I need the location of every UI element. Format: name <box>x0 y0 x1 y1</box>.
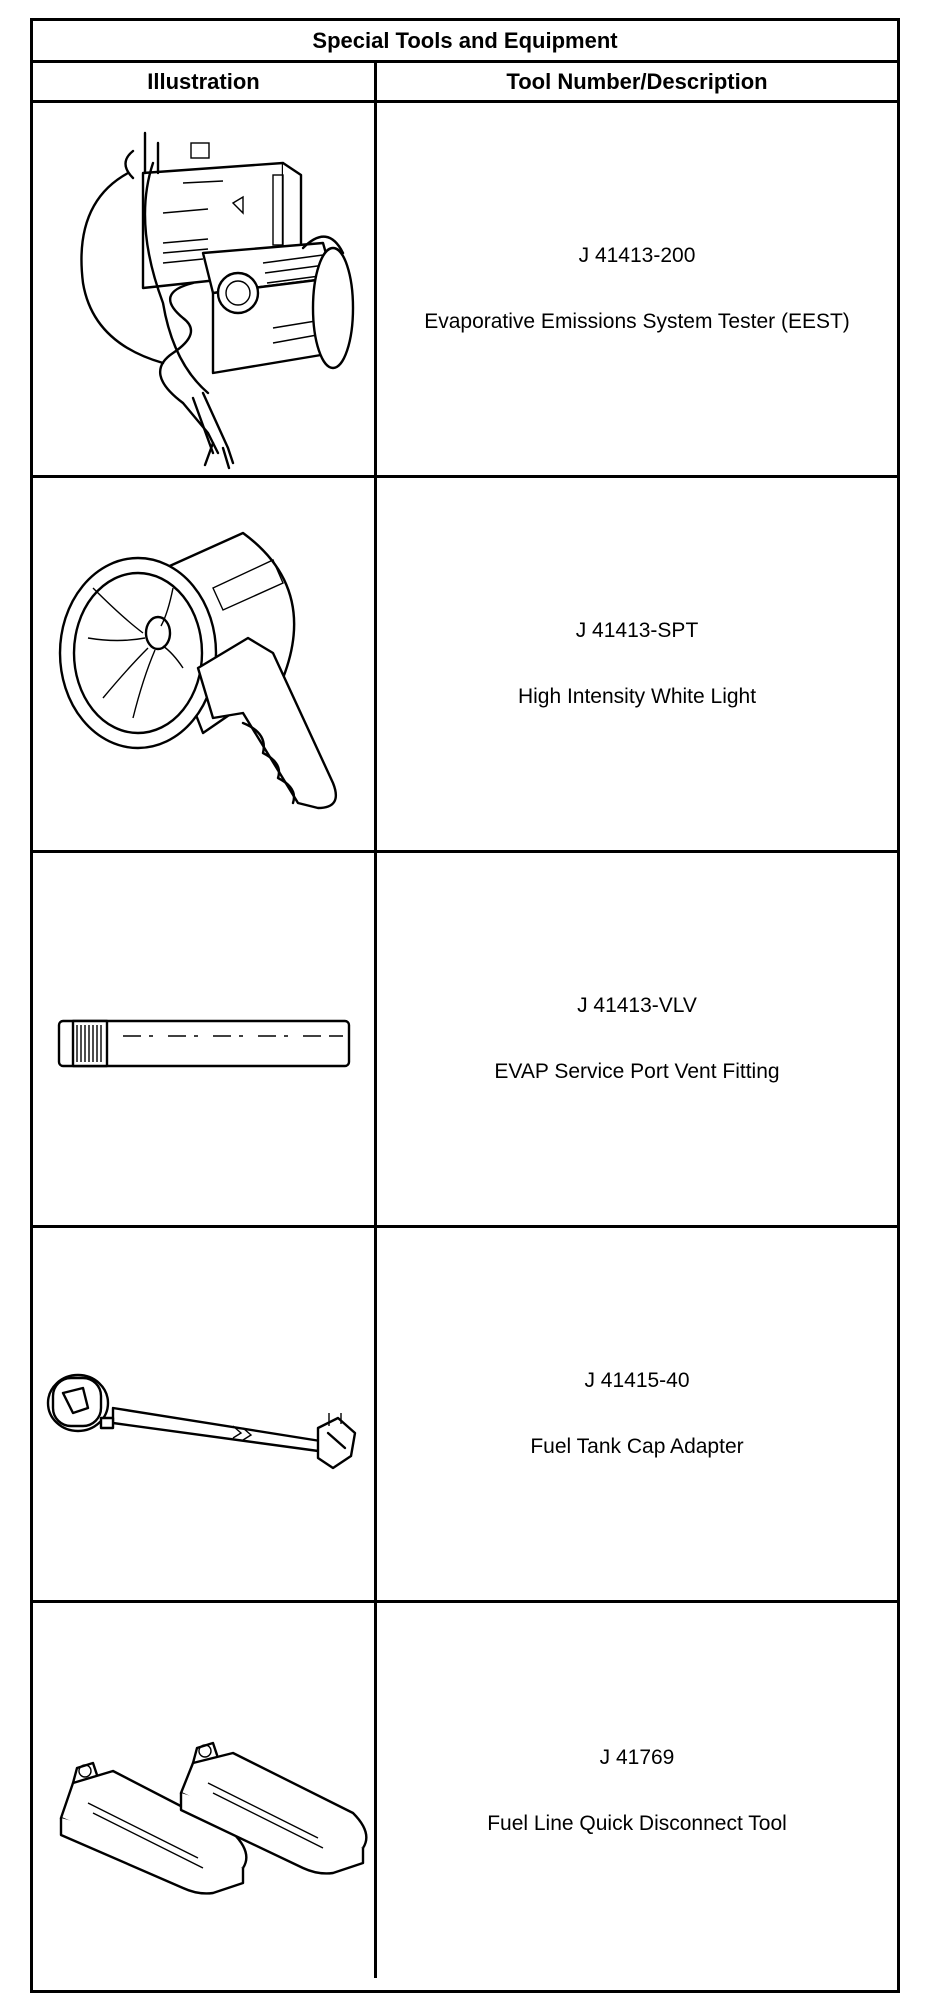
tool-description: EVAP Service Port Vent Fitting <box>494 1060 780 1083</box>
header-row: Illustration Tool Number/Description <box>33 63 897 103</box>
tool-number: J 41415-40 <box>584 1369 690 1392</box>
table-title: Special Tools and Equipment <box>33 21 897 63</box>
tool-description: High Intensity White Light <box>517 685 757 708</box>
quick-disconnect-icon <box>33 1603 377 1978</box>
table-row: J 41413-VLV EVAP Service Port Vent Fitti… <box>33 853 897 1228</box>
tool-number: J 41769 <box>599 1745 675 1769</box>
header-illustration: Illustration <box>33 63 377 100</box>
tool-description: Evaporative Emissions System Tester (EES… <box>424 310 850 333</box>
tool-number: J 41413-SPT <box>575 619 699 642</box>
tool-number: J 41413-200 <box>578 244 696 267</box>
tool-description: Fuel Tank Cap Adapter <box>530 1435 744 1458</box>
table-row: J 41413-SPT High Intensity White Light <box>33 478 897 853</box>
tool-description-cell: J 41413-200 Evaporative Emissions System… <box>377 103 897 475</box>
tool-description-cell: J 41769 Fuel Line Quick Disconnect Tool <box>377 1603 897 1978</box>
tool-description-cell: J 41415-40 Fuel Tank Cap Adapter <box>377 1228 897 1600</box>
tool-description-cell: J 41413-VLV EVAP Service Port Vent Fitti… <box>377 853 897 1225</box>
white-light-icon <box>33 478 377 850</box>
table-row: J 41769 Fuel Line Quick Disconnect Tool <box>33 1603 897 1978</box>
tool-description: Fuel Line Quick Disconnect Tool <box>487 1811 787 1835</box>
tool-number: J 41413-VLV <box>577 994 697 1017</box>
tool-description-cell: J 41413-SPT High Intensity White Light <box>377 478 897 850</box>
header-tool-number-description: Tool Number/Description <box>506 68 768 94</box>
evap-tester-icon <box>33 103 377 475</box>
table-row: J 41413-200 Evaporative Emissions System… <box>33 103 897 478</box>
vent-fitting-icon <box>33 853 377 1225</box>
table-row: J 41415-40 Fuel Tank Cap Adapter <box>33 1228 897 1603</box>
special-tools-table: Special Tools and Equipment Illustration… <box>30 18 900 1993</box>
cap-adapter-icon <box>33 1228 377 1600</box>
